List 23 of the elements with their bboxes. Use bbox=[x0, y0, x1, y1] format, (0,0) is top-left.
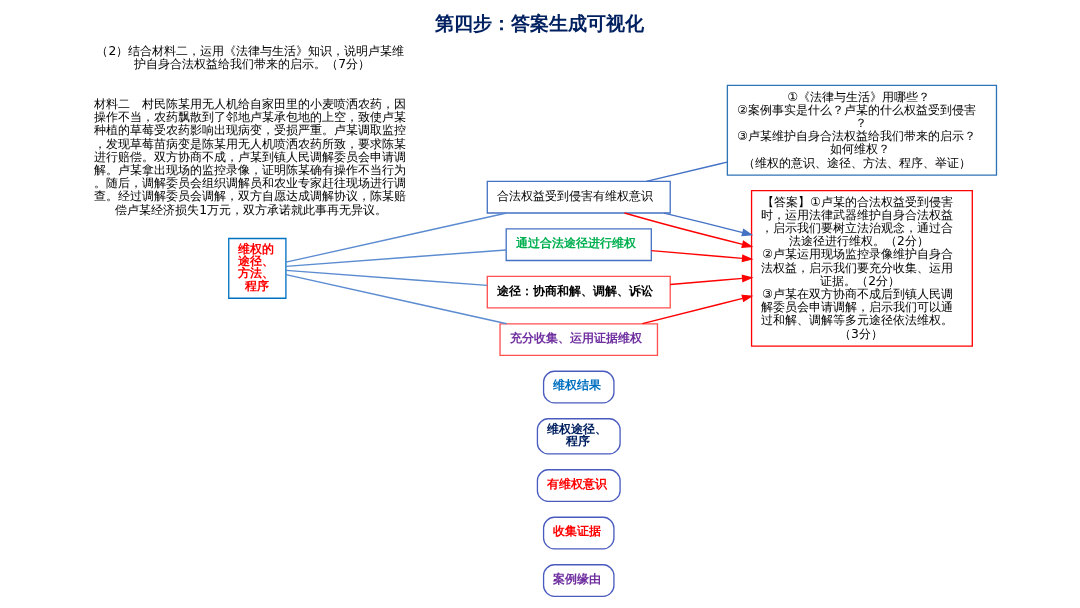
diagram-title: 第四步：答案生成可视化 bbox=[434, 11, 644, 35]
arrow bbox=[662, 212, 753, 237]
label: （2）结合材料二，运用《法律与生活》知识，说明卢某维护自身合法权益给我们带来的启示。（7分） bbox=[95, 43, 404, 72]
node-box: 【答案】①卢某的合法权益受到侵害时，运用法律武器维护自身合法权益，启示我们要树立法治观念，通过合法途径进行维权。（2分） ②卢某运用现场监控录像维护自身合法权益，启示我们要充分收集、运用证据。（2分） ③卢某在双方协商不成后到镇人民调解委员会申请调解，启示我们可以通过和解、调解等多元途径依法维权。（3分） bbox=[750, 189, 973, 347]
label: 材料二 村民陈某用无人机给自家田里的小麦喷洒农药，因操作不当，农药飘散到了邻地卢某承包地的上空，致使卢某种植的草莓受农药影响出现病变，受损严重。卢某调取监控，发现草莓苗病变是陈某用无人机喷洒农药所致，要求陈某进行赔偿。双方协商不成，卢某到镇人民调解委员会申请调解。卢某拿出现场的监控录像，证明陈某确有操作不当行为。随后，调解委员会组织调解员和农业专家赶往现场进行调查。经过调解委员会调解，双方自愿达成调解协议，陈某赔偿卢某经济损失1万元，双方承诺就此事再无异议。 bbox=[93, 97, 406, 217]
node-box: 合法权益受到侵害有维权意识 bbox=[486, 180, 671, 214]
connector bbox=[284, 212, 507, 263]
node-box: 案例缘由 bbox=[542, 564, 615, 598]
node-box: 充分收集、运用证据维权 bbox=[498, 323, 658, 357]
node-box: 有维权意识 bbox=[536, 469, 621, 503]
node-box: 维权途径、程序 bbox=[536, 418, 621, 455]
connector bbox=[284, 249, 507, 267]
node-box: 收集证据 bbox=[542, 516, 615, 550]
node-box: 维权结果 bbox=[542, 370, 615, 404]
node-box: ①《法律与生活》用哪些？ ②案例事实是什么？卢某的什么权益受到侵害？ ③卢某维护自身合法权益给我们带来的启示？如何维权？ （维权的意识、途径、方法、程序、举证） bbox=[726, 84, 997, 176]
connector bbox=[645, 161, 728, 182]
node-box: 途径：协商和解、调解、诉讼 bbox=[486, 275, 671, 309]
arrow bbox=[650, 250, 753, 263]
node-box: 通过合法途径进行维权 bbox=[505, 228, 652, 262]
arrow bbox=[669, 274, 753, 286]
node-box: 维权的途径、方法、程序 bbox=[227, 237, 287, 299]
connector bbox=[284, 273, 507, 325]
connector bbox=[284, 269, 488, 287]
